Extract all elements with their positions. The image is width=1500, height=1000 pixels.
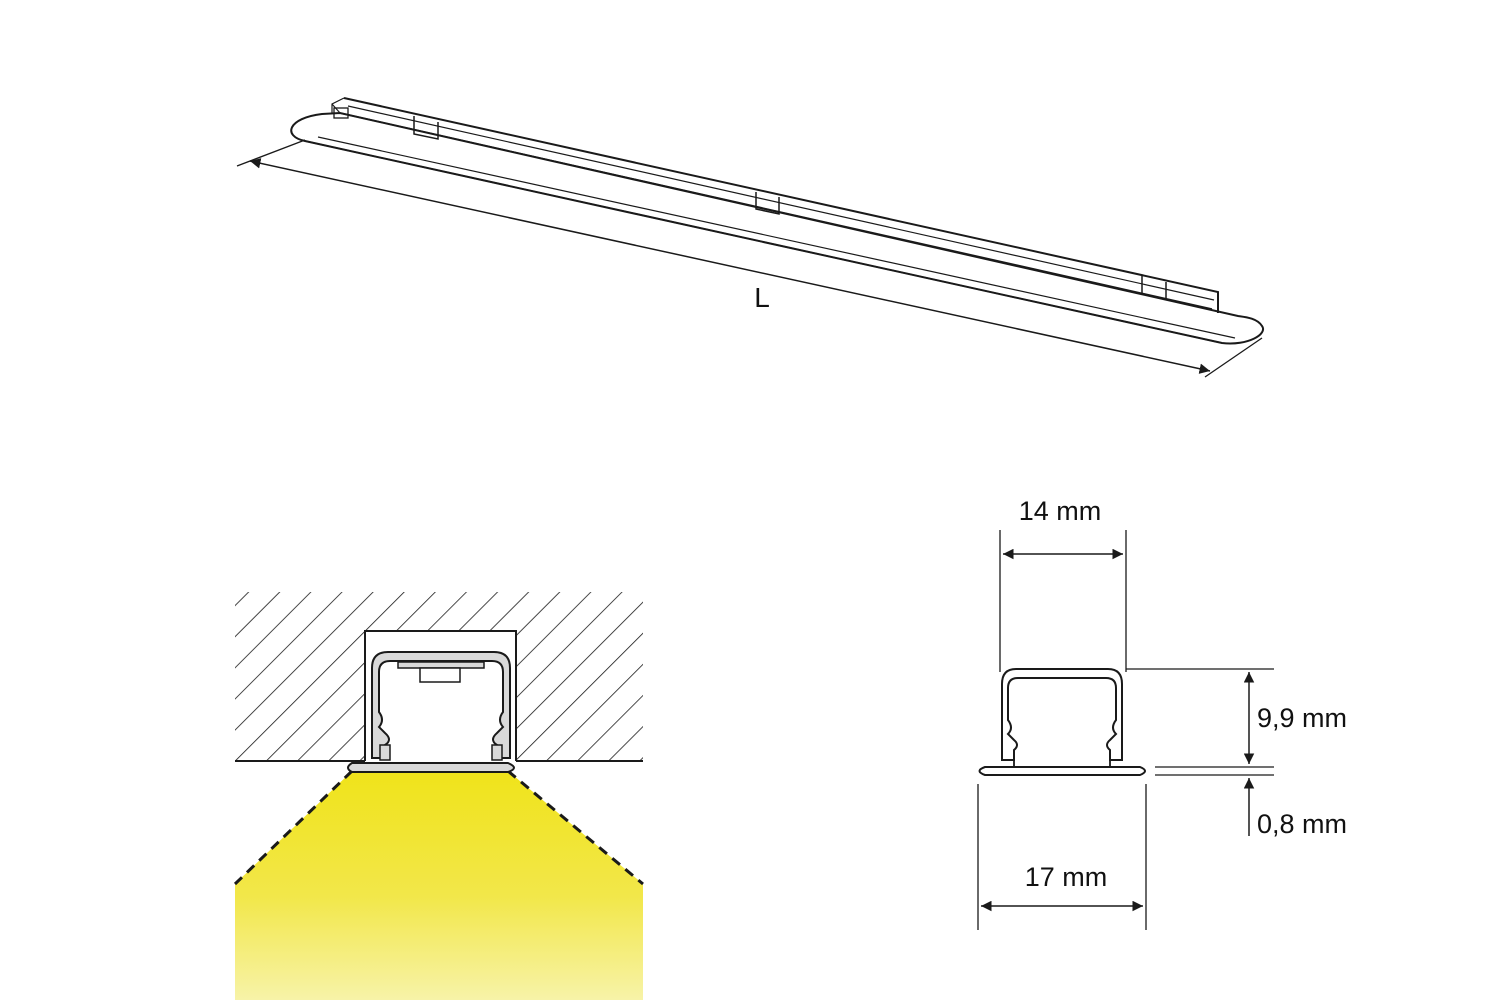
flange-thickness-label: 0,8 mm [1257,809,1347,839]
light-beam [235,771,643,1000]
inner-width-label: 14 mm [1019,496,1102,526]
installed-profile [371,651,511,759]
profile-perspective-view [236,97,1265,378]
led-chip [419,667,461,683]
installation-view [233,592,644,1000]
profile-section [1001,668,1123,761]
ceiling-hatch [235,592,643,761]
flange-diffuser [347,762,515,773]
length-dimension-line [249,158,1211,374]
outer-width-label: 17 mm [1025,862,1108,892]
section-flange [978,766,1146,776]
height-label: 9,9 mm [1257,703,1347,733]
length-label: L [754,282,770,313]
led-strip [397,661,485,669]
cross-section-view [977,530,1274,930]
